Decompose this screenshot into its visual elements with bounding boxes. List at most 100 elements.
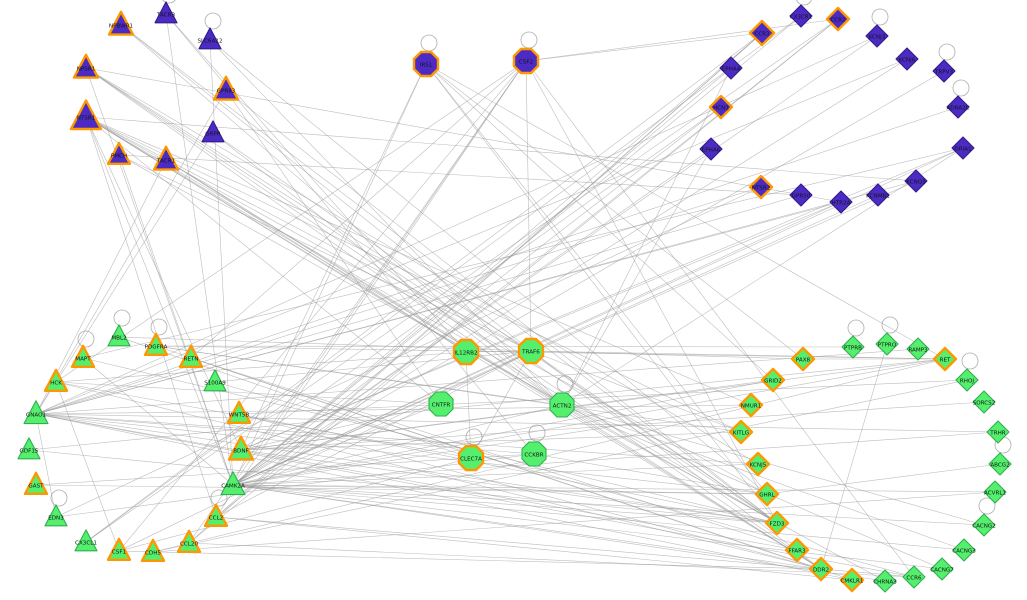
node-ccr6[interactable]: [902, 565, 926, 589]
node-csf2[interactable]: [512, 47, 540, 75]
edge: [232, 484, 996, 493]
node-epha4[interactable]: [719, 56, 743, 80]
node-htr2a[interactable]: [829, 190, 853, 214]
node-hck[interactable]: [43, 368, 69, 392]
node-sorcs2[interactable]: [972, 390, 996, 414]
node-trhr[interactable]: [986, 420, 1010, 444]
node-actn2[interactable]: [549, 392, 575, 418]
node-clec7a[interactable]: [457, 444, 485, 472]
edge: [55, 186, 762, 518]
node-ccl20[interactable]: [176, 529, 202, 553]
self-loop-edge: [938, 43, 956, 61]
node-ccr2[interactable]: [825, 6, 851, 32]
edge: [82, 357, 234, 486]
node-cdh5[interactable]: [140, 538, 166, 562]
node-adra2c[interactable]: [946, 95, 970, 119]
node-grid2[interactable]: [760, 367, 786, 393]
node-gria1[interactable]: [951, 136, 975, 160]
node-mbl2[interactable]: [107, 324, 131, 347]
node-retn[interactable]: [178, 344, 204, 368]
edge: [232, 463, 759, 486]
node-il12rb2[interactable]: [452, 338, 480, 366]
node-kcnj3[interactable]: [865, 24, 889, 48]
node-pmch[interactable]: [106, 141, 132, 166]
node-ccl2[interactable]: [203, 503, 229, 527]
edge: [190, 357, 853, 581]
node-kcnj5[interactable]: [745, 451, 771, 477]
node-tacr1[interactable]: [152, 145, 180, 171]
node-pax8[interactable]: [790, 346, 816, 372]
edge: [238, 413, 778, 524]
node-kcnmb1[interactable]: [866, 183, 890, 207]
edge: [35, 413, 57, 518]
node-slc6a12[interactable]: [198, 27, 222, 50]
node-cckbr[interactable]: [521, 441, 547, 467]
edge: [55, 60, 527, 383]
node-cntfr[interactable]: [428, 391, 454, 417]
node-cmklr1[interactable]: [839, 567, 865, 593]
edge: [85, 32, 763, 543]
node-abcg2[interactable]: [988, 452, 1012, 476]
edge: [35, 89, 227, 415]
node-ccr3[interactable]: [748, 19, 776, 47]
node-pdgfra[interactable]: [143, 332, 169, 356]
node-rhoj[interactable]: [955, 368, 979, 392]
node-cacng3[interactable]: [952, 538, 976, 562]
node-csf1[interactable]: [106, 537, 132, 561]
node-kitlg[interactable]: [728, 419, 754, 445]
node-ffar3[interactable]: [784, 537, 810, 563]
edge: [232, 484, 965, 551]
node-fzd3[interactable]: [764, 510, 790, 536]
node-bdnf[interactable]: [227, 435, 255, 461]
node-mapt[interactable]: [70, 344, 96, 368]
node-cacng7[interactable]: [930, 557, 954, 581]
edge: [533, 453, 768, 495]
edge: [232, 358, 946, 486]
edge: [232, 60, 527, 486]
node-cacng2[interactable]: [972, 513, 996, 537]
node-grpr[interactable]: [201, 120, 225, 143]
edge: [232, 431, 999, 486]
edge: [35, 404, 752, 415]
node-cx3cl1[interactable]: [74, 529, 98, 552]
node-tacr3[interactable]: [154, 1, 178, 24]
node-gast[interactable]: [23, 471, 49, 495]
node-kcnq3[interactable]: [904, 169, 928, 193]
node-traf6[interactable]: [517, 337, 545, 365]
node-camk2a[interactable]: [220, 471, 246, 496]
node-cx3cr1[interactable]: [789, 4, 813, 28]
edge: [561, 404, 985, 526]
edge: [188, 60, 527, 544]
node-nmur1[interactable]: [738, 392, 764, 418]
node-gnao1[interactable]: [23, 400, 49, 425]
node-epha6[interactable]: [699, 137, 723, 161]
node-npbwr1[interactable]: [107, 10, 135, 36]
node-ramp3[interactable]: [906, 337, 930, 361]
node-ntsr2[interactable]: [748, 174, 774, 200]
node-trpv3[interactable]: [932, 59, 956, 83]
node-ptpro[interactable]: [875, 332, 899, 356]
node-gdf15[interactable]: [17, 437, 41, 460]
node-ghrl[interactable]: [754, 481, 780, 507]
edge: [35, 194, 802, 415]
edge: [232, 484, 778, 524]
edge: [35, 484, 768, 495]
edge: [232, 58, 908, 486]
node-acvrl1[interactable]: [983, 480, 1007, 504]
node-gpr50[interactable]: [789, 183, 813, 207]
node-npsr1[interactable]: [72, 53, 100, 79]
node-chrna3[interactable]: [873, 569, 897, 593]
node-irs1[interactable]: [412, 50, 440, 78]
node-s100a9[interactable]: [203, 369, 227, 392]
self-loop-edge: [796, 0, 812, 6]
node-kcnj6[interactable]: [895, 47, 919, 71]
node-wnt5b[interactable]: [226, 400, 252, 424]
node-ptprb[interactable]: [841, 335, 865, 359]
node-ret[interactable]: [932, 346, 958, 372]
node-edn3[interactable]: [44, 504, 68, 527]
node-hcn1[interactable]: [708, 94, 734, 120]
node-ddr2[interactable]: [808, 556, 834, 582]
node-gpr83[interactable]: [212, 75, 240, 101]
node-ntsr1[interactable]: [69, 99, 103, 131]
